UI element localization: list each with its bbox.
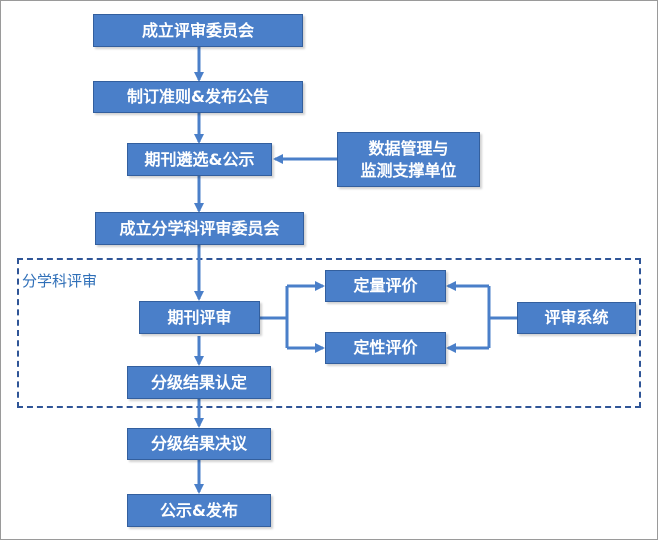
subject-review-group-label: 分学科评审 <box>22 272 98 290</box>
node-criteria: 制订准则&发布公告 <box>93 81 303 113</box>
node-publish: 公示&发布 <box>127 494 271 527</box>
node-review-system: 评审系统 <box>517 302 636 334</box>
connector-system-to-evaluations <box>487 286 517 320</box>
node-committee: 成立评审委员会 <box>93 14 303 47</box>
node-subject-committee: 成立分学科评审委员会 <box>95 212 304 245</box>
node-qualitative: 定性评价 <box>325 332 446 364</box>
node-grading-resolve: 分级结果决议 <box>127 428 271 460</box>
node-journal-review: 期刊评审 <box>139 301 260 334</box>
node-selection: 期刊遴选&公示 <box>127 143 272 176</box>
connector-review-to-evaluations <box>260 286 289 320</box>
subject-review-group <box>17 258 641 408</box>
node-data-management: 数据管理与 监测支撑单位 <box>337 132 480 187</box>
node-quantitative: 定量评价 <box>325 270 446 302</box>
node-grading-confirm: 分级结果认定 <box>127 366 271 399</box>
